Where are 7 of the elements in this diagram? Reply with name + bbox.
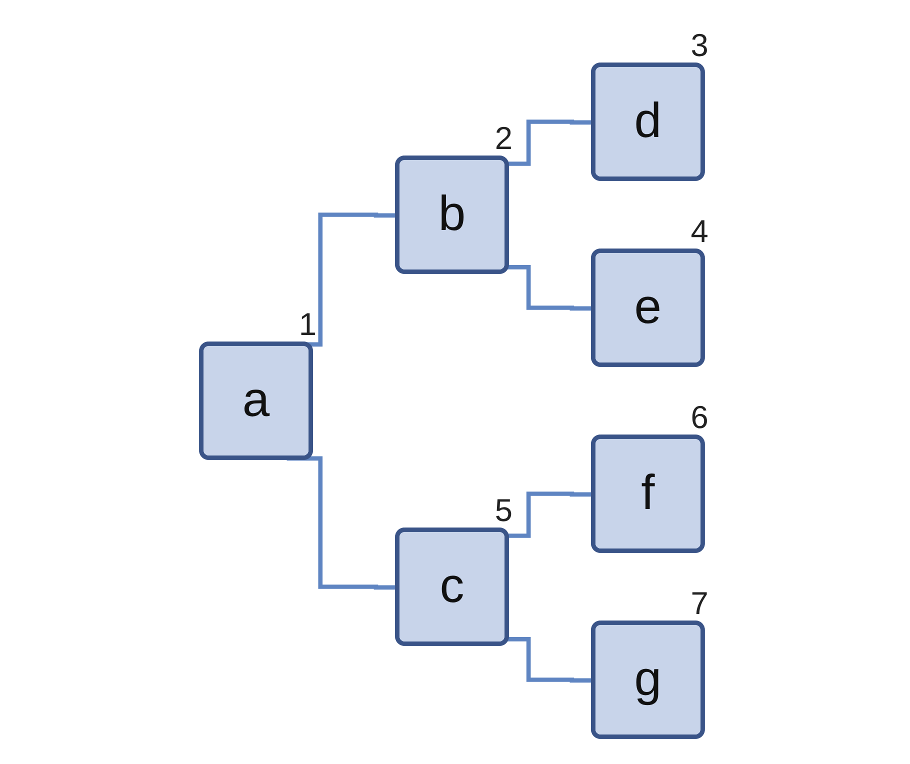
order-number: 2 [495,120,513,156]
order-number: 6 [690,399,709,436]
order-number: 7 [690,585,709,622]
order-number: 5 [495,492,513,528]
order-number: 1 [299,306,317,342]
order-number: 4 [690,213,709,250]
order-number: 3 [690,27,709,64]
